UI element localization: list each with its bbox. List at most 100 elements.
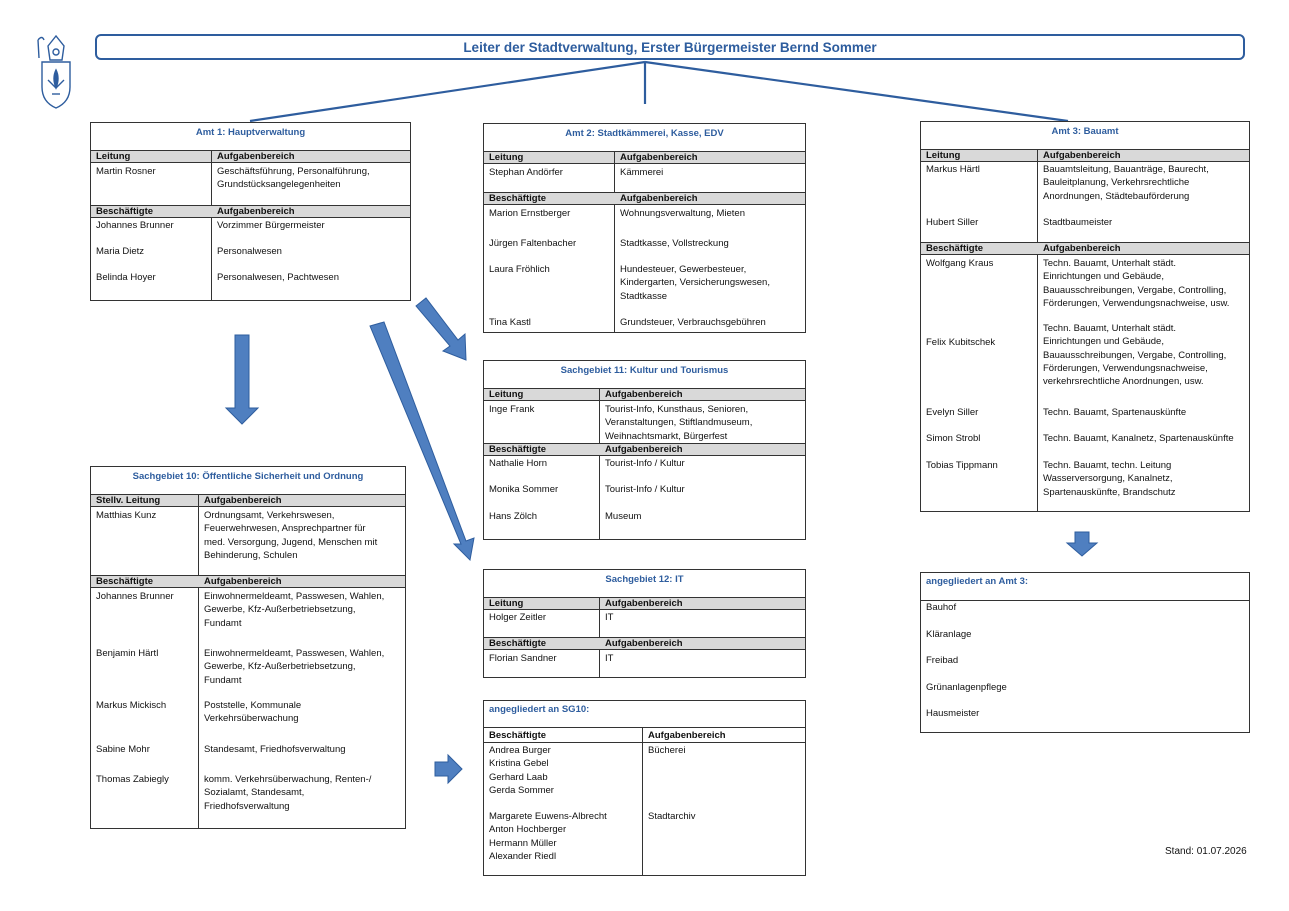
lead-header-label: Leitung (926, 150, 961, 161)
lead-header-label: Leitung (489, 389, 524, 400)
person-name: Thomas Zabiegly (96, 774, 169, 785)
person-task: Grundsteuer, Verbrauchsgebühren (620, 317, 766, 328)
attached-unit: Kläranlage (926, 629, 972, 640)
task-header-label: Aufgabenbereich (217, 151, 295, 162)
person-task: Techn. Bauamt, Unterhalt städt. Einricht… (1043, 323, 1227, 388)
arrow-amt1-to-sg11 (415, 297, 467, 361)
person-name: Evelyn Siller (926, 407, 979, 418)
task-header-label: Aufgabenbereich (605, 444, 683, 455)
amt1-title: Amt 1: Hauptverwaltung (195, 127, 306, 138)
divider (921, 600, 1249, 601)
person-name: Hubert Siller (926, 217, 979, 228)
attached-unit: Grünanlagenpflege (926, 682, 1007, 693)
person-task: IT (605, 653, 614, 664)
person-name: Inge Frank (489, 404, 535, 415)
person-task: Poststelle, Kommunale Verkehrsüberwachun… (204, 700, 302, 725)
person-name: Johannes Brunner (96, 220, 174, 231)
amt1-box: Amt 1: Hauptverwaltung Leitung Aufgabenb… (90, 122, 411, 301)
person-name: Markus Mickisch (96, 700, 167, 711)
column-divider (642, 727, 643, 875)
person-name: Hans Zölch (489, 511, 538, 522)
task-header-label: Aufgabenbereich (620, 152, 698, 163)
person-name: Matthias Kunz (96, 510, 157, 521)
group-names: Margarete Euwens-Albrecht Anton Hochberg… (489, 811, 607, 862)
sg11-lead-header: Leitung Aufgabenbereich (484, 388, 805, 401)
divider (484, 742, 805, 743)
person-name: Johannes Brunner (96, 591, 174, 602)
person-task: Tourist-Info / Kultur (605, 458, 685, 469)
person-name: Felix Kubitschek (926, 337, 996, 348)
person-task: Tourist-Info / Kultur (605, 484, 685, 495)
person-name: Markus Härtl (926, 164, 980, 175)
divider (484, 727, 805, 728)
staff-header-label: Beschäftigte (489, 193, 547, 204)
coat-of-arms-logo (37, 34, 71, 109)
person-task: komm. Verkehrsüberwachung, Renten-/ Sozi… (204, 774, 372, 812)
sg12-lead-header: Leitung Aufgabenbereich (484, 597, 805, 610)
amt3-staff-header: Beschäftigte Aufgabenbereich (921, 242, 1249, 255)
person-task: Techn. Bauamt, Unterhalt städt. Einricht… (1043, 258, 1230, 309)
person-task: Techn. Bauamt, techn. Leitung Wasservers… (1043, 460, 1176, 498)
amt2-staff-header: Beschäftigte Aufgabenbereich (484, 192, 805, 205)
sg10-attached-box: angegliedert an SG10: Beschäftigte Aufga… (483, 700, 806, 876)
staff-header-label: Beschäftigte (489, 730, 547, 741)
sg12-box: Sachgebiet 12: IT Leitung Aufgabenbereic… (483, 569, 806, 678)
person-task: Einwohnermeldeamt, Passwesen, Wahlen, Ge… (204, 591, 385, 629)
person-name: Holger Zeitler (489, 612, 547, 623)
amt2-box: Amt 2: Stadtkämmerei, Kasse, EDV Leitung… (483, 123, 806, 333)
amt3-box: Amt 3: Bauamt Leitung Aufgabenbereich Ma… (920, 121, 1250, 512)
person-task: Einwohnermeldeamt, Passwesen, Wahlen, Ge… (204, 648, 385, 686)
group-task: Stadtarchiv (648, 811, 696, 822)
column-divider (614, 151, 615, 332)
task-header-label: Aufgabenbereich (605, 389, 683, 400)
arrow-to-sg10-attached (434, 753, 463, 785)
person-name: Florian Sandner (489, 653, 557, 664)
person-task: Kämmerei (620, 167, 664, 178)
person-task: Wohnungsverwaltung, Mieten (620, 208, 745, 219)
person-task: Ordnungsamt, Verkehrswesen, Feuerwehrwes… (204, 510, 378, 561)
person-name: Nathalie Horn (489, 458, 548, 469)
amt3-attached-title: angegliedert an Amt 3: (926, 576, 1029, 587)
sg12-staff-header: Beschäftigte Aufgabenbereich (484, 637, 805, 650)
connector-amt3 (644, 60, 1069, 123)
task-header-label: Aufgabenbereich (204, 495, 282, 506)
amt1-lead-header: Leitung Aufgabenbereich (91, 150, 410, 163)
amt3-lead-header: Leitung Aufgabenbereich (921, 149, 1249, 162)
column-divider (599, 388, 600, 539)
staff-header-label: Beschäftigte (926, 243, 984, 254)
amt3-title: Amt 3: Bauamt (1051, 126, 1119, 137)
person-name: Marion Ernstberger (489, 208, 571, 219)
person-name: Simon Strobl (926, 433, 981, 444)
attached-unit: Bauhof (926, 602, 957, 613)
person-task: Bauamtsleitung, Bauanträge, Baurecht, Ba… (1043, 164, 1209, 202)
person-task: Techn. Bauamt, Kanalnetz, Spartenauskünf… (1043, 433, 1234, 444)
task-header-label: Aufgabenbereich (620, 193, 698, 204)
task-header-label: Aufgabenbereich (1043, 243, 1121, 254)
amt2-lead-header: Leitung Aufgabenbereich (484, 151, 805, 164)
person-task: Stadtkasse, Vollstreckung (620, 238, 729, 249)
person-task: Hundesteuer, Gewerbesteuer, Kindergarten… (620, 264, 770, 302)
person-name: Tina Kastl (489, 317, 531, 328)
person-name: Martin Rosner (96, 166, 156, 177)
amt2-title: Amt 2: Stadtkämmerei, Kasse, EDV (565, 128, 724, 139)
staff-header-label: Beschäftigte (96, 206, 154, 217)
task-header-label: Aufgabenbereich (217, 206, 295, 217)
amt3-attached-box: angegliedert an Amt 3: Bauhof Kläranlage… (920, 572, 1250, 733)
arrow-amt1-to-sg12 (369, 321, 475, 562)
column-divider (211, 150, 212, 300)
person-name: Laura Fröhlich (489, 264, 550, 275)
person-task: Vorzimmer Bürgermeister (217, 220, 325, 231)
lead-header-label: Leitung (489, 152, 524, 163)
sg11-title: Sachgebiet 11: Kultur und Tourismus (560, 365, 729, 376)
sg10-lead-header: Stellv. Leitung Aufgabenbereich (91, 494, 405, 507)
amt1-staff-header: Beschäftigte Aufgabenbereich (91, 205, 410, 218)
group-names: Andrea Burger Kristina Gebel Gerhard Laa… (489, 745, 554, 796)
staff-header-label: Beschäftigte (489, 444, 547, 455)
stand-date: Stand: 01.07.2026 (1165, 846, 1247, 857)
person-task: IT (605, 612, 614, 623)
arrow-amt1-to-sg10 (224, 334, 260, 425)
sg11-box: Sachgebiet 11: Kultur und Tourismus Leit… (483, 360, 806, 540)
person-name: Jürgen Faltenbacher (489, 238, 577, 249)
person-name: Wolfgang Kraus (926, 258, 994, 269)
